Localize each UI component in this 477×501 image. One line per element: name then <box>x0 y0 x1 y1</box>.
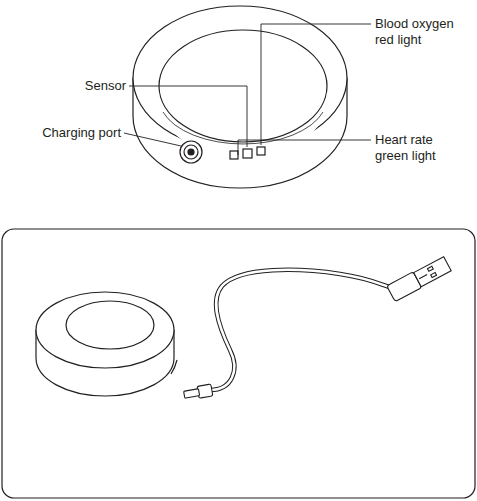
part-label: Charging port <box>42 125 121 141</box>
usb-hole <box>431 273 437 278</box>
part-label: Sensor <box>85 78 126 94</box>
usb-plug <box>387 256 452 302</box>
leader-line <box>261 24 371 145</box>
cable-core <box>210 270 392 390</box>
usb-tongue <box>419 275 427 279</box>
charging-port-pin <box>188 149 194 155</box>
part-label: Blood oxygen red light <box>375 16 467 48</box>
micro-plug <box>183 384 213 401</box>
part-label: Heart rate green light <box>375 132 467 164</box>
plug-tip <box>184 389 200 398</box>
sensor-square <box>230 151 238 159</box>
usb-metal <box>414 257 452 287</box>
ring-inner-shade <box>163 112 323 144</box>
dock-top <box>36 292 174 368</box>
red-light-square <box>243 149 252 158</box>
accessory-frame <box>2 229 475 498</box>
leader-line <box>124 133 181 146</box>
charging-port-ring <box>184 145 198 159</box>
green-light-square <box>257 147 265 155</box>
smart-ring <box>133 6 347 188</box>
charging-port <box>180 141 202 163</box>
cable-outline <box>210 270 392 390</box>
charging-dock <box>36 292 177 396</box>
dock-port <box>171 360 177 374</box>
leader-line <box>238 140 371 155</box>
dock-pad <box>66 301 154 349</box>
usb-hole <box>427 266 433 271</box>
usb-cable <box>183 256 451 401</box>
leader-lines <box>124 24 371 155</box>
